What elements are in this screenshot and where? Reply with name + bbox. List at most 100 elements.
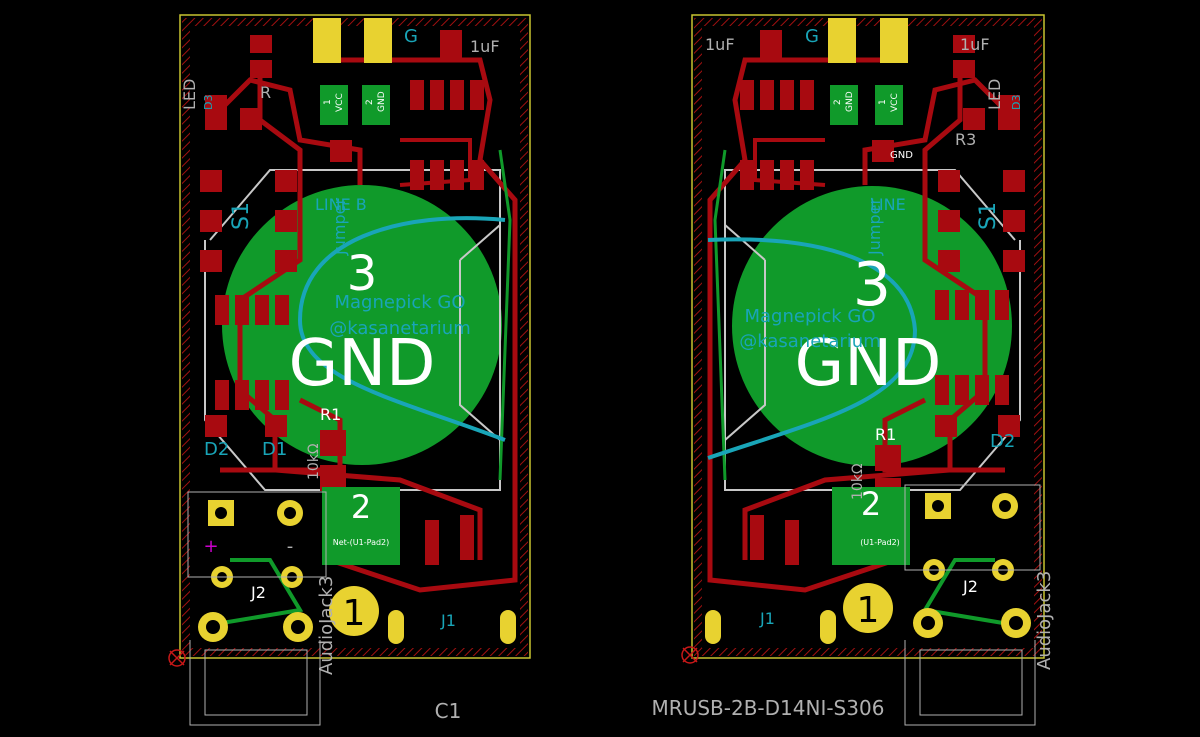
oval-pad	[820, 610, 836, 644]
connector-pin-2	[830, 85, 858, 125]
usb-footprint-label: MRUSB-2B-D14NI-S306	[652, 696, 885, 720]
pin-1-label: VCC	[890, 93, 900, 112]
pin-1-label: VCC	[335, 93, 345, 112]
pin-2-label: GND	[377, 91, 387, 112]
pad3-number: 3	[347, 246, 378, 302]
usb-footprint-label: C1	[435, 699, 462, 723]
led-label: LED	[985, 79, 1004, 110]
pad1-number: 1	[343, 593, 366, 634]
connector-pad	[828, 18, 856, 63]
pin-1-num: 1	[323, 99, 333, 105]
product-name: Magnepick GO	[334, 292, 465, 313]
gnd-label: GND	[289, 327, 436, 401]
c1-label: C1	[0, 0, 2, 1]
origin-marker	[681, 646, 699, 664]
capacitor-value: 1uF	[470, 37, 500, 56]
connector-pad	[364, 18, 392, 63]
pad2-number: 2	[351, 488, 371, 526]
gnd-small-label: GND	[890, 150, 913, 161]
j1-label: J1	[440, 611, 456, 630]
line-label: LINE	[870, 195, 906, 214]
audio-jack-outline	[187, 491, 327, 578]
copper-trace	[862, 77, 1007, 185]
d3-label: D3	[1010, 95, 1023, 110]
j1-label: J1	[759, 609, 775, 628]
silk-arc	[707, 237, 918, 460]
board-right-keepout	[694, 18, 1042, 656]
net-label: Net-(U1-Pad2)	[333, 538, 390, 547]
r1-label: R1	[320, 405, 341, 424]
pad2-number: 2	[861, 485, 881, 523]
smd-pads	[200, 30, 484, 565]
smd-pads	[740, 30, 1025, 565]
s1-label: S1	[976, 202, 1001, 230]
usb-outline	[189, 640, 321, 726]
d2-label: D2	[204, 439, 229, 460]
j2-label: J2	[962, 577, 978, 596]
r3-label: R3	[955, 130, 976, 149]
oval-pad	[705, 610, 721, 644]
minus-label: -	[287, 536, 294, 557]
copper-trace	[218, 77, 363, 185]
board-left-keepout	[182, 18, 528, 656]
product-author: @kasanetarium	[739, 331, 880, 352]
pin-2-num: 2	[365, 99, 375, 105]
gnd-label: GND	[795, 327, 942, 401]
connector-pad	[313, 18, 341, 63]
d2-label: D2	[990, 431, 1015, 452]
line-b-label: LINE B	[315, 195, 367, 214]
oval-pad	[388, 610, 404, 644]
pad-1	[329, 586, 379, 636]
back-copper-trace	[498, 149, 512, 481]
j2-label: J2	[250, 583, 266, 602]
audio-jack-label: AudioJack3	[316, 576, 337, 675]
audio-jack-outline	[904, 484, 1041, 571]
board-right: 3 GND 2 1 Magnepick GO @kasanetarium (U1…	[652, 14, 1055, 726]
capacitor-value: 1uF	[960, 35, 990, 54]
led-label: LED	[180, 79, 199, 110]
product-author: @kasanetarium	[329, 318, 470, 339]
pad-1	[843, 583, 893, 633]
board-left: 3 GND 2 1 Magnepick GO @kasanetarium Net…	[0, 0, 531, 726]
connector-pin-1	[875, 85, 903, 125]
plus-label: +	[203, 536, 218, 557]
back-copper-trace	[713, 149, 727, 481]
board-left-edge	[179, 14, 531, 659]
pad3-number: 3	[853, 250, 891, 320]
resistor-value: 10kΩ	[850, 463, 866, 500]
oval-pad	[500, 610, 516, 644]
silk-arc	[297, 216, 506, 442]
connector-pad	[880, 18, 908, 63]
origin-marker	[168, 649, 186, 667]
pad-2	[322, 487, 400, 565]
pin-2-num: 2	[833, 99, 843, 105]
jumper-label: Jumper	[330, 198, 349, 256]
g-label: G	[805, 26, 819, 47]
net-label: (U1-Pad2)	[860, 538, 900, 547]
pad-2	[832, 487, 910, 565]
board-right-edge	[691, 14, 1045, 659]
usb-outline	[904, 640, 1036, 726]
pad1-number: 1	[857, 590, 880, 631]
audio-jack-label: AudioJack3	[1034, 571, 1055, 670]
s1-label: S1	[229, 202, 254, 230]
usb-inner	[204, 649, 308, 716]
r1-label: R1	[875, 425, 896, 444]
resistor-value: 10kΩ	[306, 443, 322, 480]
jumper-label: Jumper	[865, 198, 884, 256]
pin-1-num: 1	[878, 99, 888, 105]
connector-pin-1	[320, 85, 348, 125]
through-hole-pads	[198, 500, 313, 642]
product-name: Magnepick GO	[744, 306, 875, 327]
back-copper-trace	[921, 558, 1016, 627]
r-label: R	[260, 83, 271, 102]
cap-label: 1uF	[705, 35, 735, 54]
connector-pin-2	[362, 85, 390, 125]
usb-inner	[919, 649, 1023, 716]
d1-label: D1	[262, 439, 287, 460]
pin-2-label: GND	[845, 91, 855, 112]
courtyard-inner	[724, 222, 766, 443]
d3-label: D3	[202, 95, 215, 110]
g-label: G	[404, 26, 418, 47]
